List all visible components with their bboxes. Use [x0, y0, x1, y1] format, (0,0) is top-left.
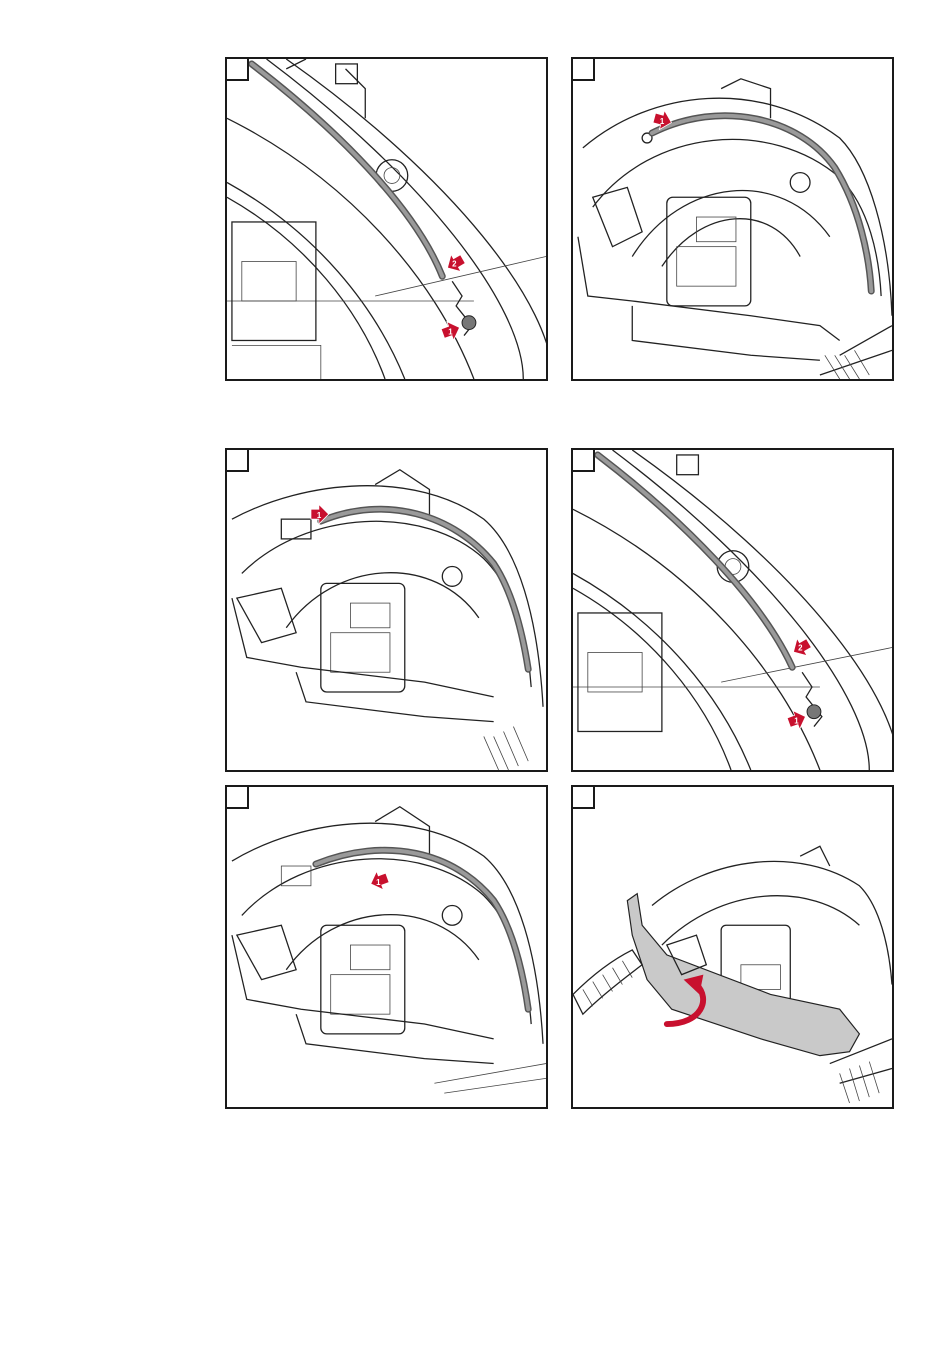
- illustration-device-overview: 1: [573, 59, 892, 379]
- step-number-box: [573, 59, 595, 81]
- red-arrow-1: 1: [785, 707, 808, 732]
- arrow-label-1: 1: [660, 117, 665, 126]
- arrow-label-2: 2: [798, 643, 803, 652]
- arrow-label-2: 2: [452, 259, 457, 268]
- instruction-panel-4: 2 1: [571, 448, 894, 772]
- arrow-label-1: 1: [317, 511, 322, 520]
- step-number-box: [227, 787, 249, 809]
- illustration-hose-closeup: 2 1: [227, 59, 546, 379]
- instruction-panel-1: 2 1: [225, 57, 548, 381]
- step-number-box: [573, 450, 595, 472]
- instruction-panel-2: 1: [571, 57, 894, 381]
- arrow-label-1: 1: [376, 878, 381, 887]
- instruction-panel-6: [571, 785, 894, 1109]
- red-arrow-2: 2: [443, 250, 468, 276]
- illustration-hose-clip: 1: [227, 450, 546, 770]
- illustration-hose-closeup-2: 2 1: [573, 450, 892, 770]
- arrow-label-1: 1: [448, 328, 453, 337]
- step-number-box: [227, 59, 249, 81]
- step-number-box: [573, 787, 595, 809]
- red-arrow-1: 1: [439, 318, 462, 343]
- instruction-panel-3: 1: [225, 448, 548, 772]
- red-arrow-1: 1: [367, 869, 390, 894]
- illustration-hose-secured: 1: [227, 787, 546, 1107]
- illustration-cover-closed: [573, 787, 892, 1107]
- arrow-label-1: 1: [794, 717, 799, 726]
- instruction-panel-5: 1: [225, 785, 548, 1109]
- cover-panel: [627, 894, 859, 1056]
- red-arrow-2: 2: [789, 635, 814, 661]
- step-number-box: [227, 450, 249, 472]
